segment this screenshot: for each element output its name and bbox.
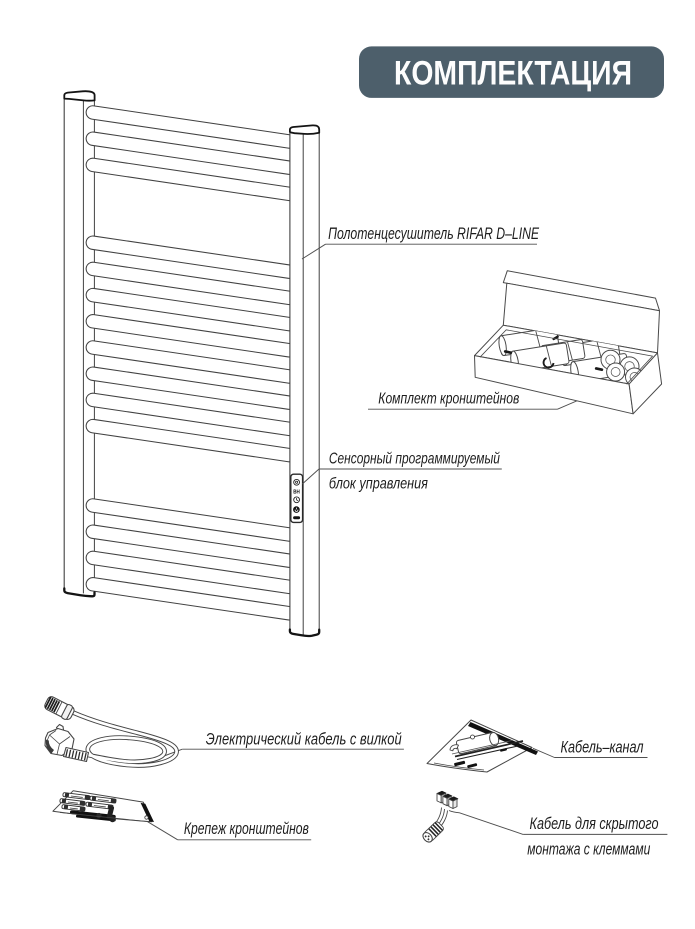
svg-text:Крепеж кронштейнов: Крепеж кронштейнов [184, 820, 309, 838]
svg-text:Сенсорный программируемый: Сенсорный программируемый [329, 450, 500, 467]
svg-text:блок управления: блок управления [329, 476, 428, 493]
svg-text:Кабель для скрытого: Кабель для скрытого [530, 815, 659, 833]
svg-text:КОМПЛЕКТАЦИЯ: КОМПЛЕКТАЦИЯ [394, 55, 632, 93]
svg-text:Полотенцесушитель RIFAR D–LINE: Полотенцесушитель RIFAR D–LINE [328, 224, 539, 243]
svg-text:Кабель–канал: Кабель–канал [561, 738, 644, 756]
svg-text:Комплект кронштейнов: Комплект кронштейнов [378, 390, 519, 407]
svg-text:ВН: ВН [293, 490, 300, 496]
svg-text:монтажа с клеммами: монтажа с клеммами [527, 840, 650, 858]
svg-text:Электрический кабель с вилкой: Электрический кабель с вилкой [206, 730, 402, 748]
